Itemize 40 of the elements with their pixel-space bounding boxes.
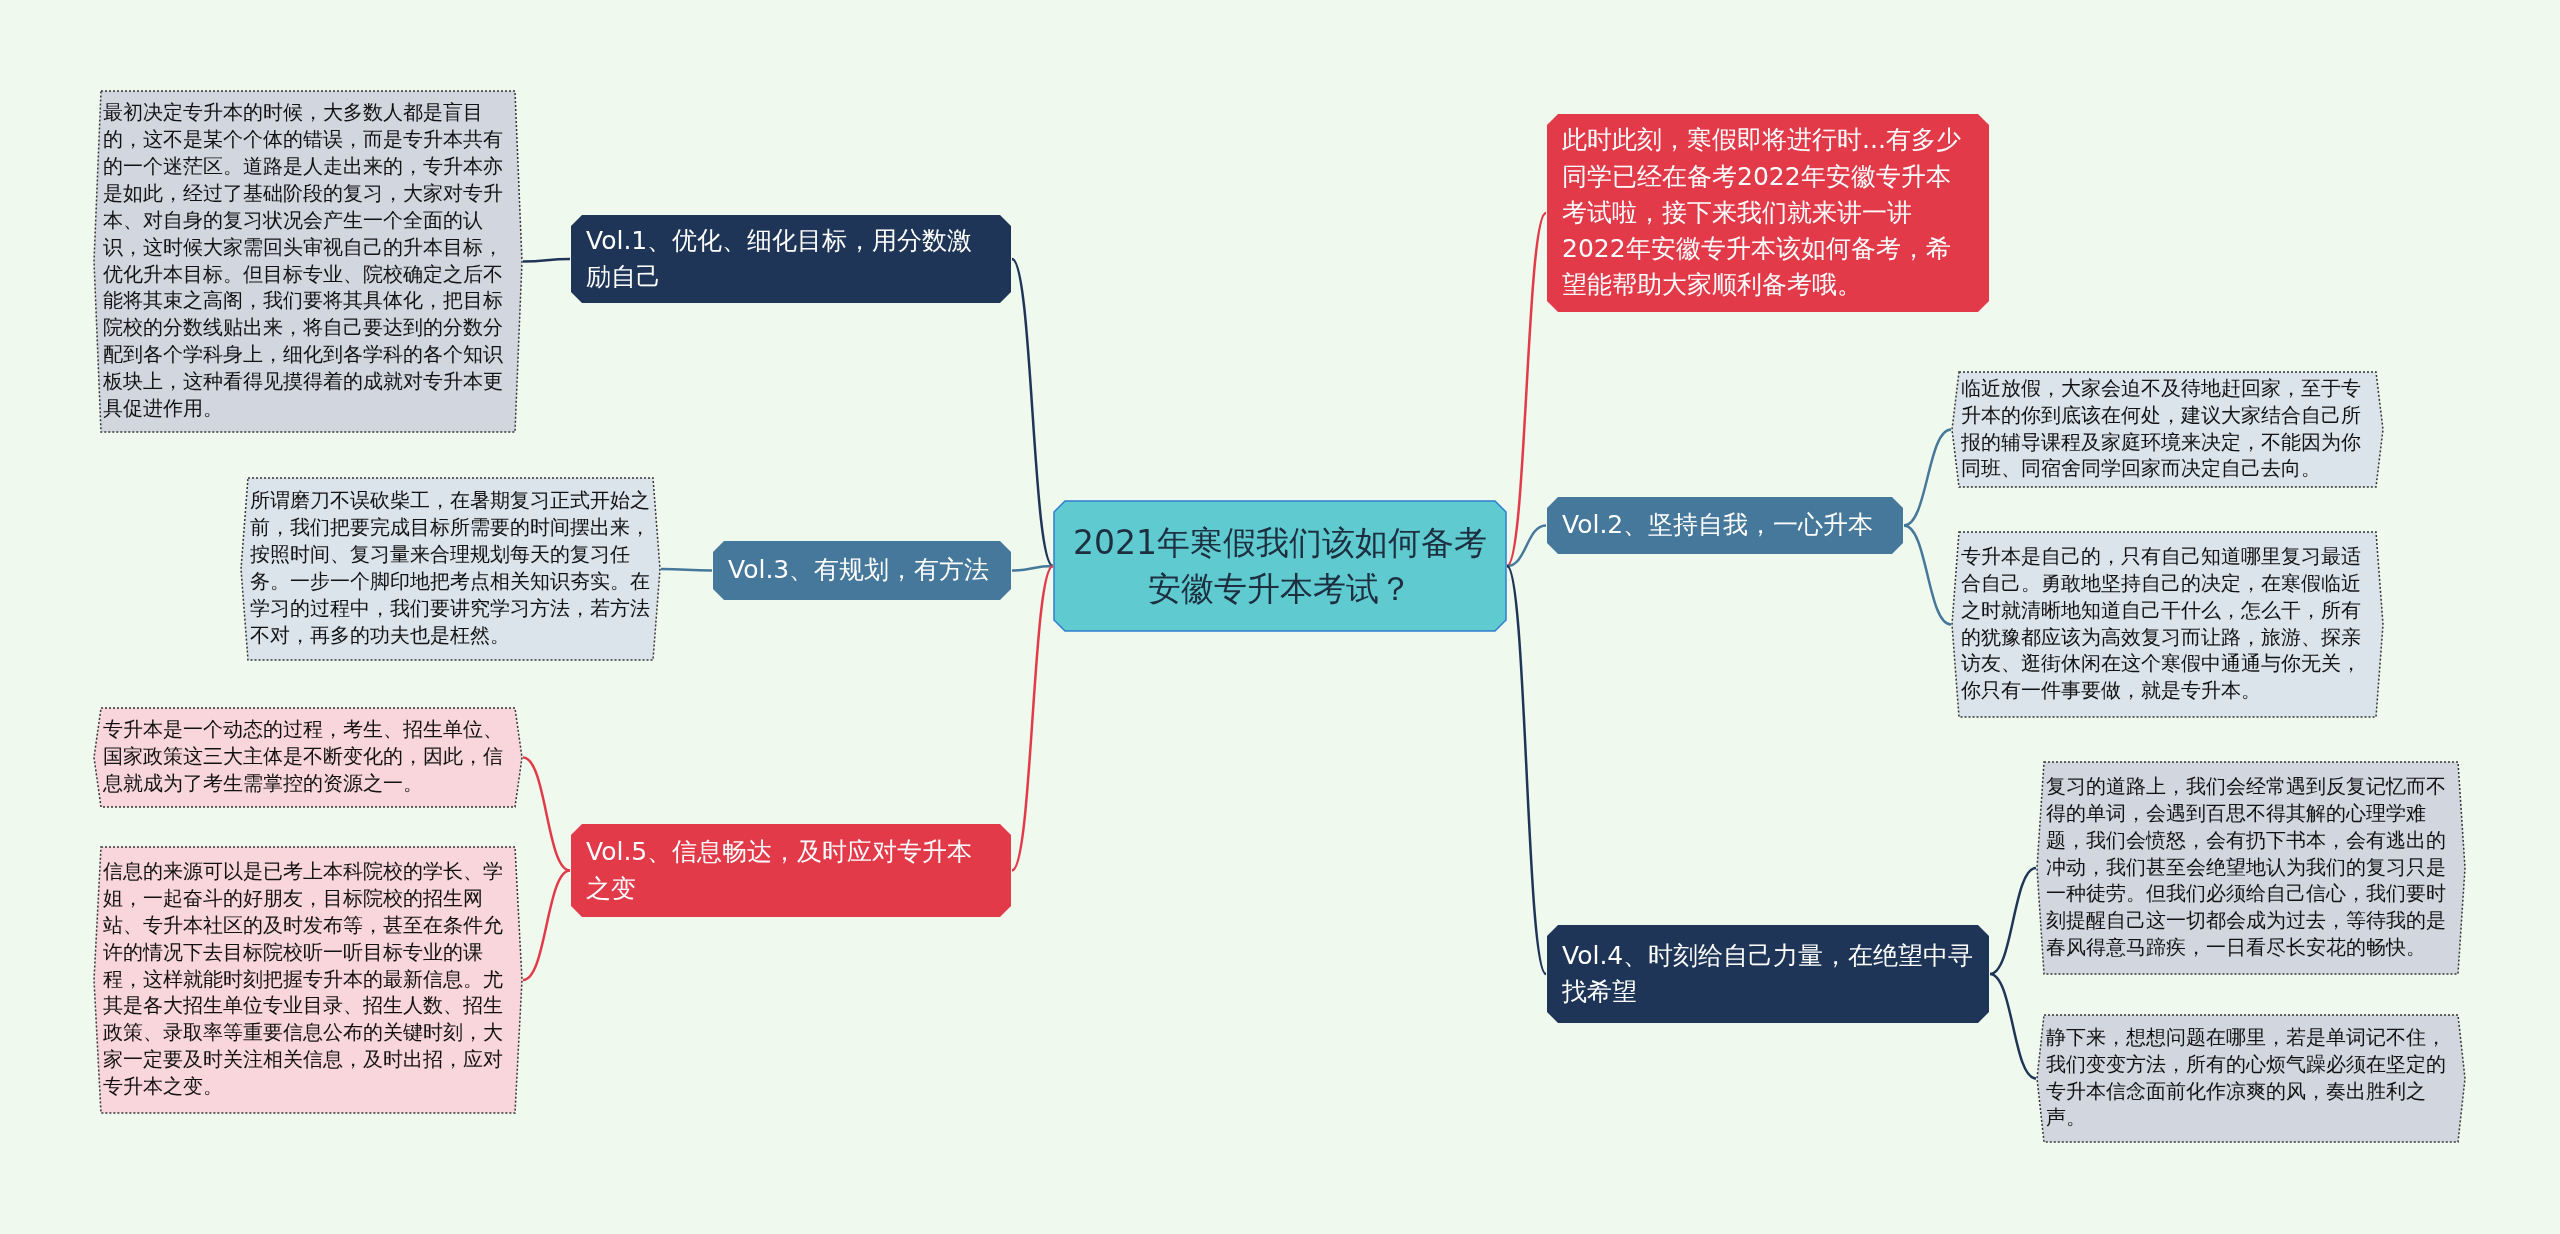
connector-line (523, 257, 570, 263)
connector-line (522, 869, 571, 982)
topic-box (570, 823, 1012, 918)
topic-text: Vol.3、有规划，有方法 (727, 554, 991, 587)
topic-text: Vol.5、信息畅达，及时应对专升本之变 (585, 836, 974, 905)
note-text: 复习的道路上，我们会经常遇到反复记忆而不得的单词，会遇到百思不得其解的心理学难题，我们会愤怒，会有扔下书本，会有逃出的冲动，我们甚至会绝望地认为我们的复习只是一种徒劳。但我们必须给自己信心，我们要时刻提醒自己这一切都会成为过去，等待我的是春风得意马蹄疾，一日看尽长安花的畅快。 (2045, 773, 2447, 962)
note-box (240, 477, 661, 661)
connector-line (1011, 564, 1054, 572)
note-box (93, 707, 523, 808)
central-topic-box (1053, 500, 1507, 632)
note-text: 专升本是一个动态的过程，考生、招生单位、国家政策这三大主体是不断变化的，因此，信息就成为了考生需掌控的资源之一。 (102, 717, 504, 797)
topic-box (1546, 113, 1990, 313)
connector-line (522, 756, 571, 872)
topic-box (570, 214, 1012, 304)
connector-line (661, 567, 712, 572)
topic-text: 此时此刻，寒假即将进行时...有多少同学已经在备考2022年安徽专升本考试啦，接下来我们就来讲一讲2022年安徽专升本该如何备考，希望能帮助大家顺利备考哦。 (1561, 124, 1962, 302)
note-box (2036, 761, 2466, 975)
connector-line (1903, 428, 1952, 527)
note-text: 临近放假，大家会迫不及待地赶回家，至于专升本的你到底该在何处，建议大家结合自己所报的辅导课程及家庭环境来决定，不能因为你同班、同宿舍同学回家而决定自己去向。 (1960, 375, 2362, 483)
note-text: 信息的来源可以是已考上本科院校的学长、学姐，一起奋斗的好朋友，目标院校的招生网站、专升本社区的及时发布等，甚至在条件允许的情况下去目标院校听一听目标专业的课程，这样就能时刻把握专升本的最新信息。尤其是各大招生单位专业目录、招生人数、招生政策、录取率等重要信息公布的关键时刻，大家一定要及时关注相关信息，及时出招，应对专升本之变。 (102, 858, 504, 1101)
connector-line (1011, 258, 1054, 567)
topic-box (1546, 496, 1904, 555)
connector-line (1011, 565, 1054, 872)
connector-line (1506, 524, 1547, 568)
note-box (2036, 1014, 2466, 1143)
note-box (1951, 531, 2384, 718)
topic-box (1546, 924, 1990, 1024)
note-text: 静下来，想想问题在哪里，若是单词记不住，我们变变方法，所有的心烦气躁必须在坚定的专升本信念面前化作凉爽的风，奏出胜利之声。 (2045, 1024, 2447, 1132)
note-text: 专升本是自己的，只有自己知道哪里复习最适合自己。勇敢地坚持自己的决定，在寒假临近之时就清晰地知道自己干什么，怎么干，所有的犹豫都应该为高效复习而让路，旅游、探亲访友、逛街休闲在这个寒假中通通与你无关，你只有一件事要做，就是专升本。 (1960, 543, 2362, 705)
topic-text: Vol.2、坚持自我，一心升本 (1561, 509, 1875, 542)
topic-text: 2021年寒假我们该如何备考安徽专升本考试？ (1072, 521, 1488, 610)
note-text: 所谓磨刀不误砍柴工，在暑期复习正式开始之前，我们把要完成目标所需要的时间摆出来，按照时间、复习量来合理规划每天的复习任务。一步一个脚印地把考点相关知识夯实。在学习的过程中，我们要讲究学习方法，若方法不对，再多的功夫也是枉然。 (249, 488, 651, 649)
note-text: 最初决定专升本的时候，大多数人都是盲目的，这不是某个个体的错误，而是专升本共有的一个迷茫区。道路是人走出来的，专升本亦是如此，经过了基础阶段的复习，大家对专升本、对自身的复习状况会产生一个全面的认识，这时候大家需回头审视自己的升本目标，优化升本目标。但目标专业、院校确定之后不能将其束之高阁，我们要将其具体化，把目标院校的分数线贴出来，将自己要达到的分数分配到各个学科身上，细化到各学科的各个知识板块上，这种看得见摸得着的成就对专升本更具促进作用。 (102, 100, 504, 423)
topic-text: Vol.4、时刻给自己力量，在绝望中寻找希望 (1561, 939, 1975, 1008)
connector-line (1903, 524, 1952, 626)
topic-text: Vol.1、优化、细化目标，用分数激励自己 (585, 224, 974, 293)
topic-box (712, 540, 1012, 601)
note-box (93, 846, 523, 1114)
connector-line (1989, 866, 2037, 976)
connector-line (1989, 972, 2037, 1080)
